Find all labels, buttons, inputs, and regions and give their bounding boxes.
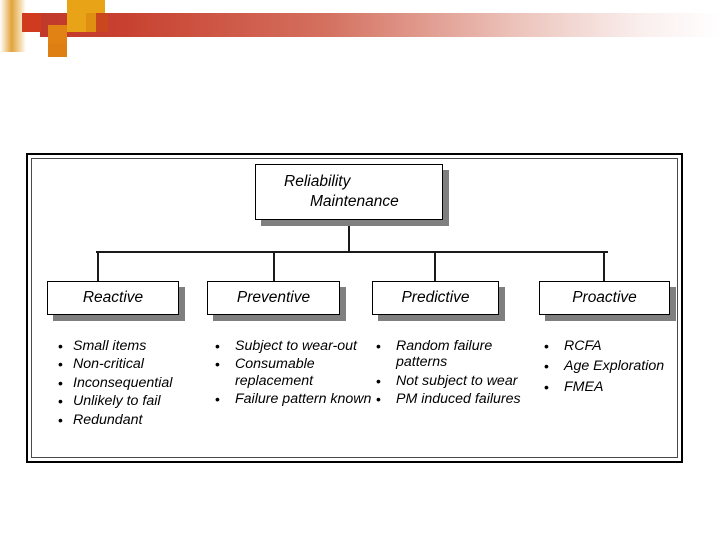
bullet-dot-icon: • (544, 378, 549, 395)
bullet-dot-icon: • (544, 338, 549, 354)
bullet-text: Small items (73, 338, 147, 354)
slide-header-decoration (0, 0, 720, 60)
bullet-text: Redundant (73, 411, 143, 428)
node-predictive: Predictive (372, 281, 499, 315)
bullet-item: • Age Exploration (542, 358, 672, 374)
bullet-text: Random failure patterns (396, 338, 493, 371)
node-root-line1: Reliability (284, 172, 351, 190)
bullet-text: Age Exploration (564, 358, 665, 375)
decor-square-gold-mid (67, 13, 86, 32)
node-proactive: Proactive (539, 281, 670, 315)
bullet-dot-icon: • (376, 391, 381, 408)
node-proactive-label: Proactive (572, 288, 637, 306)
decor-square-orange-bottom (48, 44, 67, 57)
decor-square-orange (48, 25, 67, 44)
bullet-item: • Not subject to wear (374, 373, 532, 389)
diagram-frame-inner-border (31, 158, 678, 458)
bullet-item: • RCFA (542, 338, 672, 354)
bullet-item: • FMEA (542, 379, 672, 395)
bullet-column-reactive: • Small items • Non-critical • Inconsequentia… (56, 338, 232, 430)
bullet-text: Failure pattern known (235, 391, 372, 408)
bullet-item: • PM induced failures (374, 391, 532, 407)
connector-drop-predictive (434, 251, 436, 281)
bullet-dot-icon: • (376, 372, 381, 389)
bullet-item: • Small items (56, 338, 232, 354)
node-reactive-label: Reactive (82, 288, 144, 306)
bullet-item: • Unlikely to fail (56, 393, 232, 409)
bullet-column-proactive: • RCFA • Age Exploration • FMEA (542, 338, 672, 399)
header-gradient-bar (40, 13, 720, 37)
bullet-dot-icon: • (58, 356, 63, 373)
bullet-dot-icon: • (215, 338, 220, 354)
decor-square-red (22, 13, 41, 32)
connector-drop-reactive (97, 251, 99, 281)
bullet-dot-icon: • (215, 356, 220, 373)
node-reactive: Reactive (47, 281, 179, 315)
bullet-text: Subject to wear-out (235, 338, 357, 354)
bullet-text: Inconsequential (73, 374, 173, 391)
bullet-list-predictive: • Random failure patterns • Not subject to … (374, 338, 532, 408)
bullet-dot-icon: • (58, 393, 63, 410)
bullet-list-proactive: • RCFA • Age Exploration • FMEA (542, 338, 672, 395)
bullet-item: •Failure pattern known (213, 391, 379, 407)
bullet-item: • Inconsequential (56, 375, 232, 391)
connector-drop-preventive (273, 251, 275, 281)
bullet-dot-icon: • (58, 338, 63, 354)
node-root-line2: Maintenance (310, 193, 399, 210)
connector-root-stem (348, 220, 350, 252)
bullet-dot-icon: • (215, 391, 220, 408)
node-preventive: Preventive (207, 281, 340, 315)
bullet-text: RCFA (564, 338, 602, 354)
bullet-text: Unlikely to fail (73, 393, 161, 410)
bullet-item: • Non-critical (56, 356, 232, 372)
bullet-text: Non-critical (73, 356, 144, 373)
bullet-text: Consumable replacement (235, 356, 315, 389)
bullet-item: • Redundant (56, 412, 232, 428)
bullet-dot-icon: • (58, 411, 63, 428)
node-preventive-label: Preventive (236, 288, 311, 306)
bullet-list-reactive: • Small items • Non-critical • Inconsequentia… (56, 338, 232, 428)
node-predictive-label: Predictive (401, 288, 470, 306)
decor-square-red-small (96, 13, 108, 32)
bullet-item: • Consumable replacement (213, 356, 379, 389)
bullet-column-preventive: • Subject to wear-out • Consumable replacem… (213, 338, 379, 410)
bullet-text: PM induced failures (396, 391, 521, 408)
bullet-dot-icon: • (544, 358, 549, 375)
header-left-fade (0, 0, 26, 52)
connector-horizontal-bus (96, 251, 608, 253)
bullet-dot-icon: • (376, 338, 381, 354)
bullet-column-predictive: • Random failure patterns • Not subject to … (374, 338, 532, 410)
bullet-item: • Random failure patterns (374, 338, 532, 371)
bullet-text: FMEA (564, 378, 604, 395)
connector-drop-proactive (603, 251, 605, 281)
bullet-list-preventive: • Subject to wear-out • Consumable replacem… (213, 338, 379, 408)
decor-square-gold-top-right (86, 0, 105, 13)
bullet-item: • Subject to wear-out (213, 338, 379, 354)
bullet-dot-icon: • (58, 374, 63, 391)
bullet-text: Not subject to wear (396, 372, 518, 389)
